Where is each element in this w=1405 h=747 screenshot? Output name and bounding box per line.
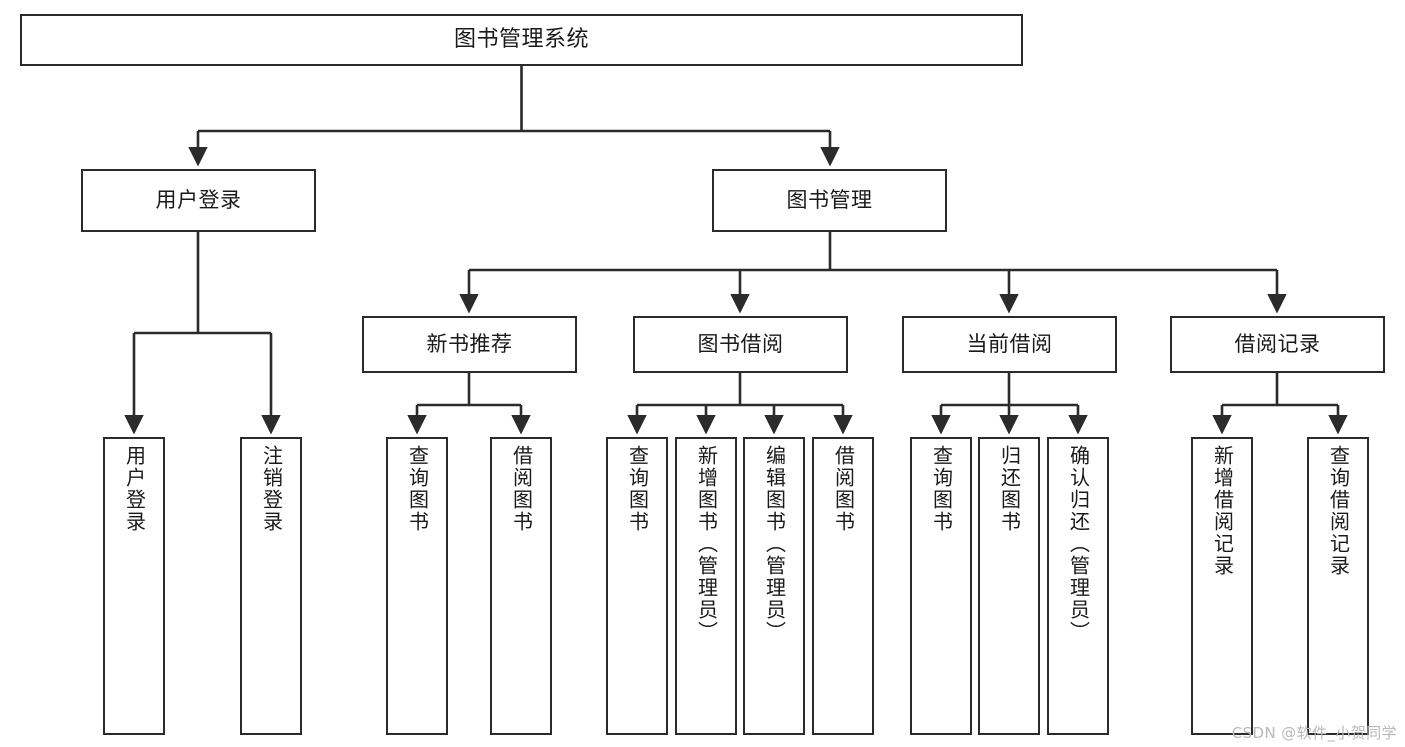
node-current-borrow-label: 当前借阅	[966, 332, 1053, 357]
node-leaf-add-record[interactable]: 新增借阅记录	[1191, 437, 1253, 735]
node-leaf-edit-book-label: 编辑图书（管理员）	[762, 445, 787, 643]
node-leaf-query-book-2[interactable]: 查询图书	[606, 437, 668, 735]
node-book-manage[interactable]: 图书管理	[712, 169, 947, 232]
csdn-watermark: CSDN @软件_小贺同学	[1231, 724, 1397, 742]
node-leaf-query-book-2-label: 查询图书	[625, 445, 650, 533]
node-leaf-logout-login[interactable]: 注销登录	[240, 437, 302, 735]
node-book-borrow[interactable]: 图书借阅	[633, 316, 848, 373]
node-root-label: 图书管理系统	[453, 27, 589, 53]
node-current-borrow[interactable]: 当前借阅	[902, 316, 1117, 373]
node-new-book-recommend[interactable]: 新书推荐	[362, 316, 577, 373]
node-book-borrow-label: 图书借阅	[697, 332, 784, 357]
node-leaf-add-book-label: 新增图书（管理员）	[694, 445, 719, 643]
node-leaf-query-book-1-label: 查询图书	[405, 445, 430, 533]
node-leaf-query-book-3-label: 查询图书	[929, 445, 954, 533]
node-leaf-borrow-book-1-label: 借阅图书	[509, 445, 534, 533]
node-leaf-borrow-book-1[interactable]: 借阅图书	[490, 437, 552, 735]
node-leaf-confirm-return-label: 确认归还（管理员）	[1066, 445, 1091, 643]
node-leaf-user-login[interactable]: 用户登录	[103, 437, 165, 735]
node-leaf-return-book-label: 归还图书	[997, 445, 1022, 533]
node-leaf-confirm-return[interactable]: 确认归还（管理员）	[1047, 437, 1109, 735]
node-leaf-user-login-label: 用户登录	[122, 445, 147, 533]
node-borrow-record[interactable]: 借阅记录	[1170, 316, 1385, 373]
node-new-book-recommend-label: 新书推荐	[426, 332, 513, 357]
node-leaf-add-book[interactable]: 新增图书（管理员）	[675, 437, 737, 735]
node-leaf-query-book-1[interactable]: 查询图书	[386, 437, 448, 735]
node-leaf-logout-login-label: 注销登录	[259, 445, 284, 533]
node-leaf-query-record-label: 查询借阅记录	[1326, 445, 1351, 577]
node-borrow-record-label: 借阅记录	[1234, 332, 1321, 357]
node-leaf-add-record-label: 新增借阅记录	[1210, 445, 1235, 577]
node-book-manage-label: 图书管理	[786, 188, 873, 213]
node-leaf-return-book[interactable]: 归还图书	[978, 437, 1040, 735]
node-user-login[interactable]: 用户登录	[81, 169, 316, 232]
node-root[interactable]: 图书管理系统	[20, 14, 1023, 66]
node-leaf-query-book-3[interactable]: 查询图书	[910, 437, 972, 735]
node-leaf-borrow-book-2-label: 借阅图书	[831, 445, 856, 533]
node-leaf-borrow-book-2[interactable]: 借阅图书	[812, 437, 874, 735]
node-leaf-query-record[interactable]: 查询借阅记录	[1307, 437, 1369, 735]
node-user-login-label: 用户登录	[155, 188, 242, 213]
node-leaf-edit-book[interactable]: 编辑图书（管理员）	[743, 437, 805, 735]
